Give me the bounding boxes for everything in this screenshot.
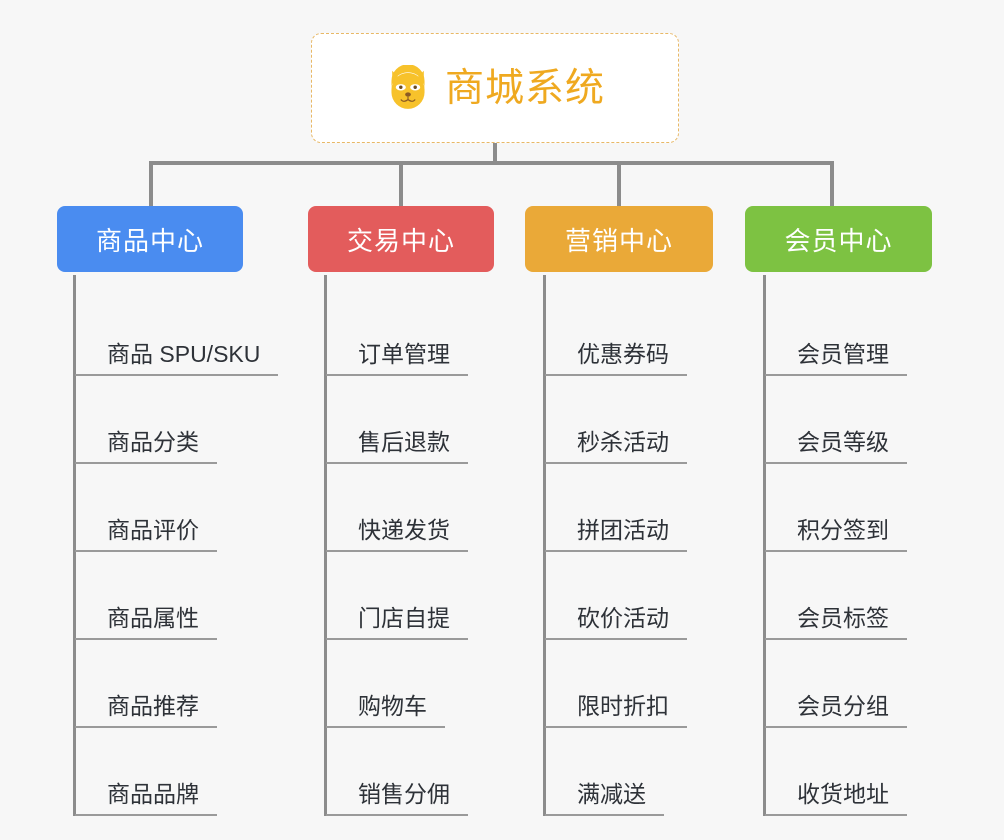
leaf-underline: 商品属性 (75, 604, 217, 640)
list-item-label: 购物车 (358, 692, 427, 719)
list-item[interactable]: 门店自提 (326, 552, 554, 640)
list-item[interactable]: 售后退款 (326, 376, 554, 464)
leaf-underline: 收货地址 (765, 780, 907, 816)
connector-drop-2 (399, 161, 403, 206)
branch-header-label: 交易中心 (346, 225, 455, 256)
leaf-underline: 商品 SPU/SKU (75, 340, 279, 376)
list-item-label: 销售分佣 (358, 780, 450, 807)
leaf-underline: 购物车 (326, 692, 445, 728)
list-item[interactable]: 快递发货 (326, 464, 554, 552)
list-item-label: 商品 SPU/SKU (107, 340, 261, 367)
branch-items-product-center: 商品 SPU/SKU 商品分类 商品评价 商品属性 商品推荐 商品品牌 (73, 288, 303, 816)
root-node-mall-system[interactable]: 商城系统 (311, 33, 679, 143)
list-item-label: 商品推荐 (107, 692, 199, 719)
leaf-underline: 砍价活动 (545, 604, 687, 640)
branch-header-product-center[interactable]: 商品中心 (57, 206, 243, 272)
list-item[interactable]: 购物车 (326, 640, 554, 728)
leaf-underline: 快递发货 (326, 516, 468, 552)
leaf-underline: 商品品牌 (75, 780, 217, 816)
list-item[interactable]: 销售分佣 (326, 728, 554, 816)
branch-header-label: 商品中心 (95, 225, 204, 256)
connector-horizontal-bus (149, 161, 834, 165)
leaf-underline: 拼团活动 (545, 516, 687, 552)
list-item-label: 商品分类 (107, 428, 199, 455)
list-item[interactable]: 收货地址 (765, 728, 993, 816)
list-item-label: 会员管理 (797, 340, 889, 367)
leaf-underline: 满减送 (545, 780, 664, 816)
list-item[interactable]: 商品推荐 (75, 640, 303, 728)
list-item[interactable]: 订单管理 (326, 288, 554, 376)
list-item[interactable]: 拼团活动 (545, 464, 773, 552)
branch-header-marketing-center[interactable]: 营销中心 (525, 206, 713, 272)
leaf-underline: 商品评价 (75, 516, 217, 552)
branch-header-label: 营销中心 (564, 225, 673, 256)
list-item-label: 商品评价 (107, 516, 199, 543)
leaf-underline: 会员分组 (765, 692, 907, 728)
leaf-underline: 限时折扣 (545, 692, 687, 728)
list-item[interactable]: 积分签到 (765, 464, 993, 552)
list-item[interactable]: 商品 SPU/SKU (75, 288, 303, 376)
list-item[interactable]: 会员等级 (765, 376, 993, 464)
list-item-label: 门店自提 (358, 604, 450, 631)
list-item[interactable]: 优惠券码 (545, 288, 773, 376)
leaf-underline: 秒杀活动 (545, 428, 687, 464)
list-item[interactable]: 满减送 (545, 728, 773, 816)
list-item-label: 收货地址 (797, 780, 889, 807)
list-item-label: 会员标签 (797, 604, 889, 631)
branch-header-member-center[interactable]: 会员中心 (745, 206, 932, 272)
list-item-label: 售后退款 (358, 428, 450, 455)
list-item-label: 订单管理 (358, 340, 450, 367)
list-item[interactable]: 商品品牌 (75, 728, 303, 816)
leaf-underline: 会员标签 (765, 604, 907, 640)
list-item-label: 满减送 (577, 780, 646, 807)
list-item-label: 限时折扣 (577, 692, 669, 719)
list-item-label: 会员分组 (797, 692, 889, 719)
list-item[interactable]: 砍价活动 (545, 552, 773, 640)
list-item-label: 拼团活动 (577, 516, 669, 543)
branch-items-trade-center: 订单管理 售后退款 快递发货 门店自提 购物车 销售分佣 (324, 288, 554, 816)
leaf-underline: 商品推荐 (75, 692, 217, 728)
branch-header-label: 会员中心 (784, 225, 893, 256)
list-item[interactable]: 商品属性 (75, 552, 303, 640)
list-item-label: 积分签到 (797, 516, 889, 543)
leaf-underline: 会员管理 (765, 340, 907, 376)
list-item-label: 优惠券码 (577, 340, 669, 367)
leaf-underline: 售后退款 (326, 428, 468, 464)
list-item[interactable]: 商品评价 (75, 464, 303, 552)
leaf-underline: 会员等级 (765, 428, 907, 464)
leaf-underline: 优惠券码 (545, 340, 687, 376)
leaf-underline: 积分签到 (765, 516, 907, 552)
leaf-underline: 门店自提 (326, 604, 468, 640)
connector-drop-3 (617, 161, 621, 206)
leaf-underline: 商品分类 (75, 428, 217, 464)
shiba-dog-face-icon (391, 65, 425, 109)
list-item[interactable]: 会员管理 (765, 288, 993, 376)
leaf-underline: 销售分佣 (326, 780, 468, 816)
connector-root-stem (493, 143, 497, 164)
branch-items-marketing-center: 优惠券码 秒杀活动 拼团活动 砍价活动 限时折扣 满减送 (543, 288, 773, 816)
list-item[interactable]: 限时折扣 (545, 640, 773, 728)
root-node-title: 商城系统 (444, 66, 605, 110)
list-item[interactable]: 秒杀活动 (545, 376, 773, 464)
leaf-underline: 订单管理 (326, 340, 468, 376)
list-item-label: 秒杀活动 (577, 428, 669, 455)
list-item[interactable]: 商品分类 (75, 376, 303, 464)
list-item-label: 砍价活动 (577, 604, 669, 631)
list-item[interactable]: 会员标签 (765, 552, 993, 640)
branch-items-member-center: 会员管理 会员等级 积分签到 会员标签 会员分组 收货地址 (763, 288, 993, 816)
connector-drop-1 (149, 161, 153, 206)
list-item-label: 快递发货 (358, 516, 450, 543)
list-item-label: 会员等级 (797, 428, 889, 455)
list-item-label: 商品品牌 (107, 780, 199, 807)
connector-drop-4 (830, 161, 834, 206)
list-item-label: 商品属性 (107, 604, 199, 631)
branch-header-trade-center[interactable]: 交易中心 (308, 206, 494, 272)
list-item[interactable]: 会员分组 (765, 640, 993, 728)
